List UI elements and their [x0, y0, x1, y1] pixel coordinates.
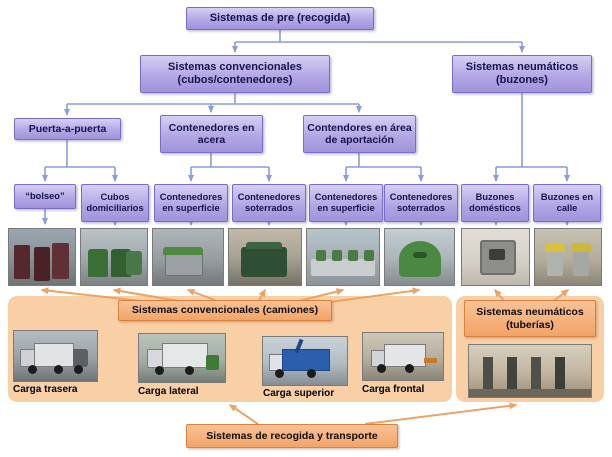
- leaf-underground-containers-dropoff: Contenedores soterrados: [384, 184, 458, 222]
- leaf-underground-containers-curbside: Contenedores soterrados: [232, 184, 306, 222]
- leaf-domestic-inlets: Buzones domésticos: [461, 184, 529, 222]
- leaf-street-inlets: Buzones en calle: [533, 184, 601, 222]
- caption-side-load: Carga lateral: [138, 386, 199, 397]
- caption-top-load: Carga superior: [263, 388, 335, 399]
- photo-pneumatic-pipes: [468, 344, 592, 398]
- photo-surface-container-dropoff: [306, 228, 380, 286]
- photo-side-loader-truck: [138, 333, 226, 383]
- header-conventional-trucks: Sistemas convencionales (camiones): [118, 300, 332, 321]
- photo-underground-container-curbside: [228, 228, 302, 286]
- leaf-bolseo: “bolseo”: [14, 184, 76, 209]
- caption-front-load: Carga frontal: [362, 384, 425, 395]
- photo-underground-container-dropoff: [384, 228, 455, 286]
- leaf-domestic-bins: Cubos domiciliarios: [81, 184, 149, 222]
- photo-front-loader-truck: [362, 332, 444, 381]
- photo-rear-loader-truck: [13, 330, 98, 382]
- node-door-to-door: Puerta-a-puerta: [14, 118, 121, 140]
- leaf-surface-containers-curbside: Contenedores en superficie: [154, 184, 228, 222]
- photo-surface-container-curbside: [152, 228, 224, 286]
- node-drop-off-area-containers: Contendores en área de aportación: [303, 115, 416, 153]
- photo-domestic-bins: [80, 228, 148, 286]
- photo-top-loader-truck: [262, 336, 348, 386]
- photo-street-inlet: [534, 228, 602, 286]
- node-curbside-containers: Contenedores en acera: [160, 115, 263, 153]
- node-collection-and-transport: Sistemas de recogida y transporte: [186, 424, 398, 448]
- leaf-surface-containers-dropoff: Contenedores en superficie: [309, 184, 383, 222]
- photo-bolseo-bags: [8, 228, 76, 286]
- header-pneumatic-pipes: Sistemas neumáticos (tuberías): [464, 300, 596, 337]
- caption-rear-load: Carga trasera: [13, 384, 78, 395]
- node-conventional-systems: Sistemas convencionales (cubos/contenedo…: [140, 55, 330, 93]
- node-root: Sistemas de pre (recogida): [186, 7, 374, 30]
- photo-domestic-inlet: [461, 228, 530, 286]
- node-pneumatic-systems: Sistemas neumáticos (buzones): [452, 55, 592, 93]
